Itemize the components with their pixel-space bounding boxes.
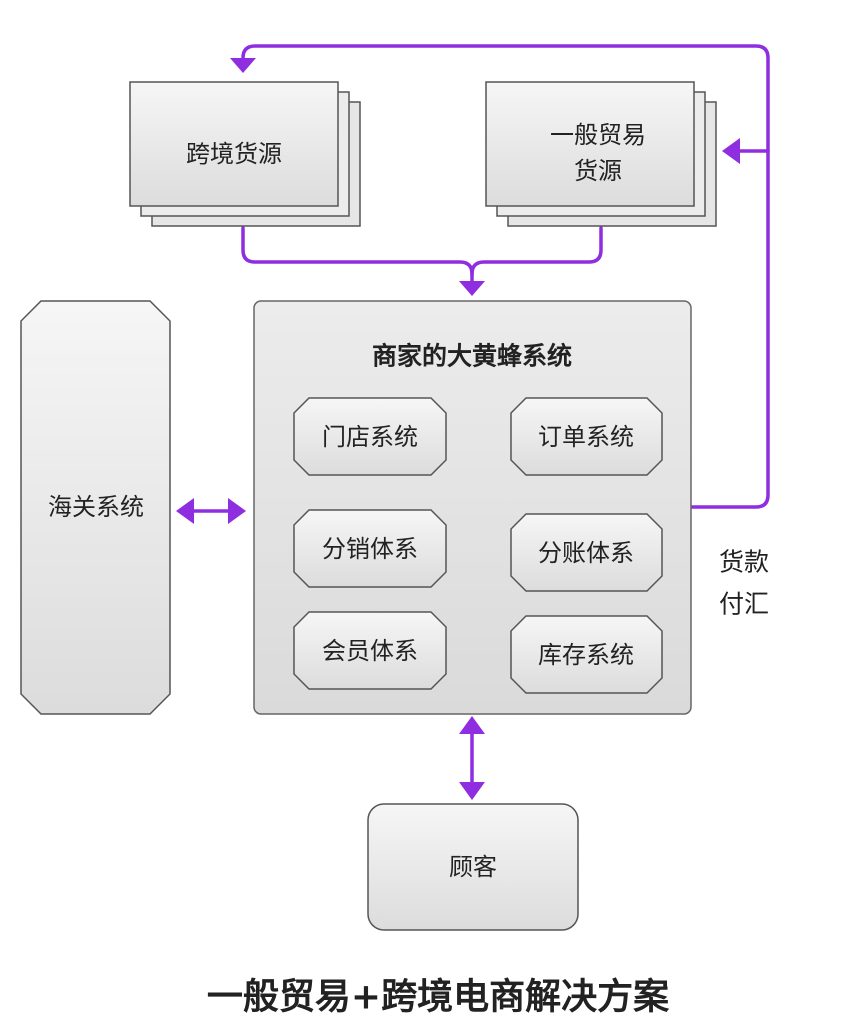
distribution-system-box [293,509,447,588]
cross-border-source-label: 跨境货源 [186,140,282,168]
customer-label: 顾客 [449,853,497,881]
merchant-modules [293,397,663,694]
inventory-system-label: 库存系统 [538,641,634,669]
connectors [188,44,770,790]
diagram-caption: 一般贸易+跨境电商解决方案 [207,977,670,1018]
inventory-system-box [510,615,663,694]
customs-system-label: 海关系统 [48,493,144,521]
general-trade-source-connector [470,226,603,276]
store-system-label: 门店系统 [322,423,418,451]
order-system-box [510,397,663,476]
general-trade-source-label-line1: 一般贸易 [550,121,646,149]
settlement-system-label: 分账体系 [538,539,634,567]
arrow-left-general-trade-source [722,138,740,164]
arrow-down-cross-border-source [230,58,256,73]
arrow-down-merchant-system [459,281,485,296]
general-trade-source-stack [485,81,717,227]
cross-border-source-stack [129,81,361,227]
arrow-left-customs [176,498,194,524]
member-system-box [293,611,447,690]
member-system-label: 会员体系 [322,637,418,665]
customs-system-box [20,300,171,715]
merchant-system-title: 商家的大黄蜂系统 [372,342,572,371]
payment-label-line1: 货款 [719,548,769,577]
arrow-right-merchant-from-customs [228,498,246,524]
distribution-system-label: 分销体系 [322,535,418,563]
customer-box [367,803,579,931]
payment-loop-connector [241,44,770,509]
store-system-box [293,397,447,476]
settlement-system-box [510,513,663,592]
arrowheads [176,58,740,800]
cross-border-source-connector [241,226,474,287]
arrow-down-customer [459,782,485,800]
general-trade-source-label-line2: 货源 [574,157,622,185]
order-system-label: 订单系统 [538,423,634,451]
payment-label-line2: 付汇 [719,590,769,619]
arrow-up-merchant-from-customer [459,716,485,734]
